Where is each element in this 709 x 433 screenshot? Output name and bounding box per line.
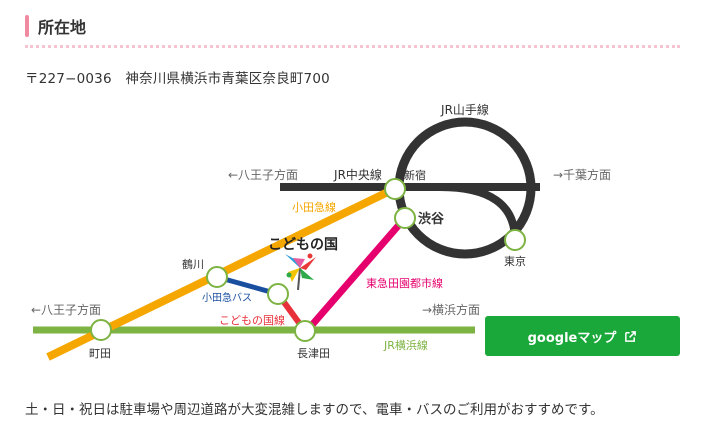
label-odakyu: 小田急線: [292, 200, 336, 214]
tokyu-denentoshi-line: [302, 215, 408, 336]
route-map: JR山手線 JR中央線 新宿 ←八王子方面 →千葉方面 小田急線 渋谷 東京 こ…: [31, 102, 611, 361]
label-machida: 町田: [89, 347, 111, 360]
station-marker-tsurukawa: [206, 266, 228, 288]
label-hachioji-top: ←八王子方面: [228, 167, 298, 182]
station-marker-shibuya: [394, 207, 416, 229]
label-nagatsuta: 長津田: [297, 347, 330, 360]
station-marker-tokyo: [504, 229, 526, 251]
section-title: 所在地: [38, 18, 87, 37]
label-tokyu-denentoshi: 東急田園都市線: [366, 276, 443, 290]
label-tokyo: 東京: [504, 254, 526, 268]
google-map-button-label: googleマップ: [527, 330, 617, 346]
label-shinjuku: 新宿: [404, 168, 426, 182]
station-marker-shinjuku: [384, 178, 406, 200]
pinwheel-icon: [285, 253, 316, 291]
transit-note: 土・日・祝日は駐車場や周辺道路が大変混雑しますので、電車・バスのご利用がおすすめ…: [25, 402, 604, 418]
station-marker-nagatsuta: [294, 320, 316, 342]
google-map-button[interactable]: googleマップ: [485, 316, 680, 356]
dotted-divider: [25, 45, 680, 48]
jr-chuo-curve: [439, 183, 519, 241]
label-tsurukawa: 鶴川: [182, 257, 204, 271]
label-destination: こどもの国: [268, 237, 338, 253]
label-jr-yokohama: JR横浜線: [383, 338, 428, 352]
label-chiba: →千葉方面: [553, 167, 611, 182]
label-odakyu-bus: 小田急バス: [202, 291, 252, 304]
label-yokohama: →横浜方面: [422, 302, 480, 317]
label-hachioji-bottom: ←八王子方面: [31, 302, 101, 317]
external-link-icon: [625, 330, 637, 342]
station-marker-machida: [90, 319, 112, 341]
station-marker-kodomonokuni: [267, 283, 289, 305]
accent-bar: [25, 15, 29, 37]
section-header: 所在地: [25, 14, 86, 38]
label-shibuya: 渋谷: [418, 211, 445, 227]
address: 〒227−0036 神奈川県横浜市青葉区奈良町700: [25, 71, 330, 87]
label-jr-chuo: JR中央線: [333, 167, 382, 182]
label-kodomonokuni-line: こどもの国線: [219, 313, 285, 327]
label-jr-yamanote: JR山手線: [440, 102, 489, 117]
